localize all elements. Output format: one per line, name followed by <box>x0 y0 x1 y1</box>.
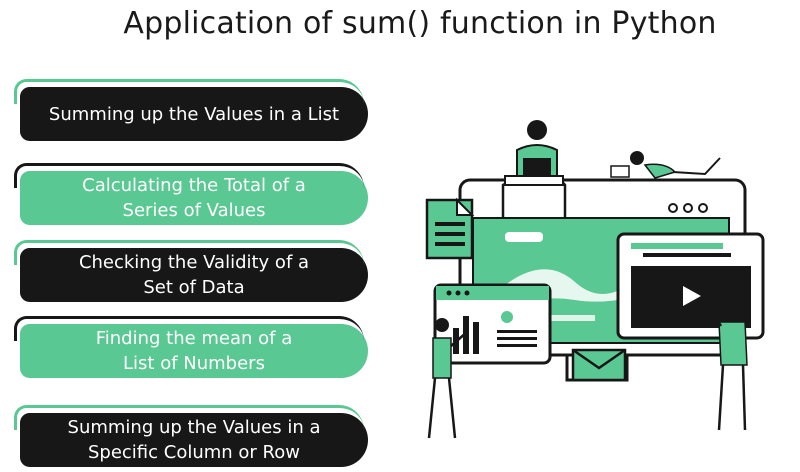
data-analysis-illustration <box>425 120 765 439</box>
dashboard-window <box>433 283 552 365</box>
application-item-3: Checking the Validity of a Set of Data <box>14 240 368 302</box>
brush-outline <box>14 163 364 188</box>
application-text: Summing up the Values in a Specific Colu… <box>67 417 321 463</box>
application-text: Calculating the Total of a Series of Val… <box>82 175 306 221</box>
play-icon <box>683 286 701 306</box>
laptop-icon <box>523 158 551 176</box>
brush-outline <box>14 79 364 104</box>
application-item-1: Summing up the Values in a List <box>14 79 368 141</box>
brush-outline <box>14 316 364 341</box>
brush-outline <box>14 405 364 430</box>
page-title: Application of sum() function in Python <box>123 6 717 41</box>
application-text: Checking the Validity of a Set of Data <box>78 252 310 298</box>
application-item-2: Calculating the Total of a Series of Val… <box>14 163 368 225</box>
envelope-icon <box>571 348 627 382</box>
application-item-4: Finding the mean of a List of Numbers <box>14 316 368 378</box>
application-item-5: Summing up the Values in a Specific Colu… <box>14 405 368 467</box>
standing-person-right <box>703 299 748 431</box>
window-dots-icon <box>668 203 708 213</box>
application-text: Finding the mean of a List of Numbers <box>95 328 293 374</box>
document-icon <box>425 197 475 260</box>
application-text: Summing up the Values in a List <box>48 103 340 125</box>
brush-outline <box>14 240 364 265</box>
standing-person-left <box>427 318 468 439</box>
person-lying <box>610 151 721 179</box>
person-with-laptop <box>501 120 567 218</box>
